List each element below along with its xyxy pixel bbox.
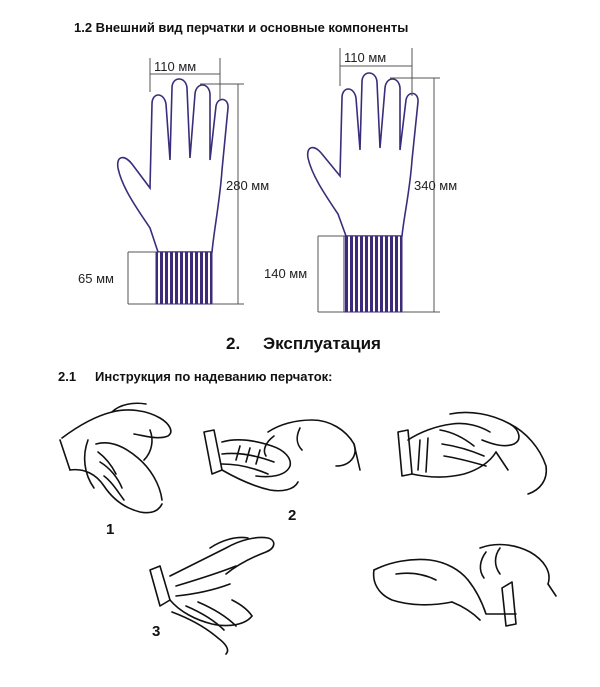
glove-long-outline (306, 72, 419, 237)
section-2-title: Эксплуатация (263, 334, 381, 353)
section-2-number: 2. (226, 334, 241, 353)
glove-short-width-label: 110 мм (154, 59, 196, 74)
glove-long-width-label: 110 мм (344, 50, 386, 65)
step-2-label: 2 (288, 507, 296, 524)
glove-long-figure: 110 мм 340 мм 140 мм (264, 48, 457, 313)
glove-diagrams: 110 мм 280 мм 65 мм 110 мм 340 мм 140 мм (78, 48, 457, 313)
step-3-illustration (149, 536, 275, 655)
section-2-1-title: Инструкция по надеванию перчаток: (95, 369, 333, 384)
glove-long-cuff (343, 235, 403, 313)
glove-short-outline (116, 78, 229, 253)
step-1-label: 1 (106, 521, 114, 538)
step-3-label: 3 (152, 623, 160, 640)
section-2-1-number: 2.1 (58, 369, 77, 384)
step-2-illustration (203, 419, 361, 492)
step-5-illustration (372, 543, 557, 627)
glove-short-cuff (155, 251, 213, 305)
glove-short-figure: 110 мм 280 мм 65 мм (78, 58, 269, 305)
glove-long-length-label: 340 мм (414, 178, 457, 193)
glove-long-cuff-label: 140 мм (264, 266, 307, 281)
section-1-2-heading: 1.2 Внешний вид перчатки и основные комп… (74, 20, 409, 35)
step-4-illustration (397, 411, 548, 495)
step-1-illustration (59, 402, 172, 514)
glove-short-cuff-label: 65 мм (78, 271, 114, 286)
glove-short-length-label: 280 мм (226, 178, 269, 193)
